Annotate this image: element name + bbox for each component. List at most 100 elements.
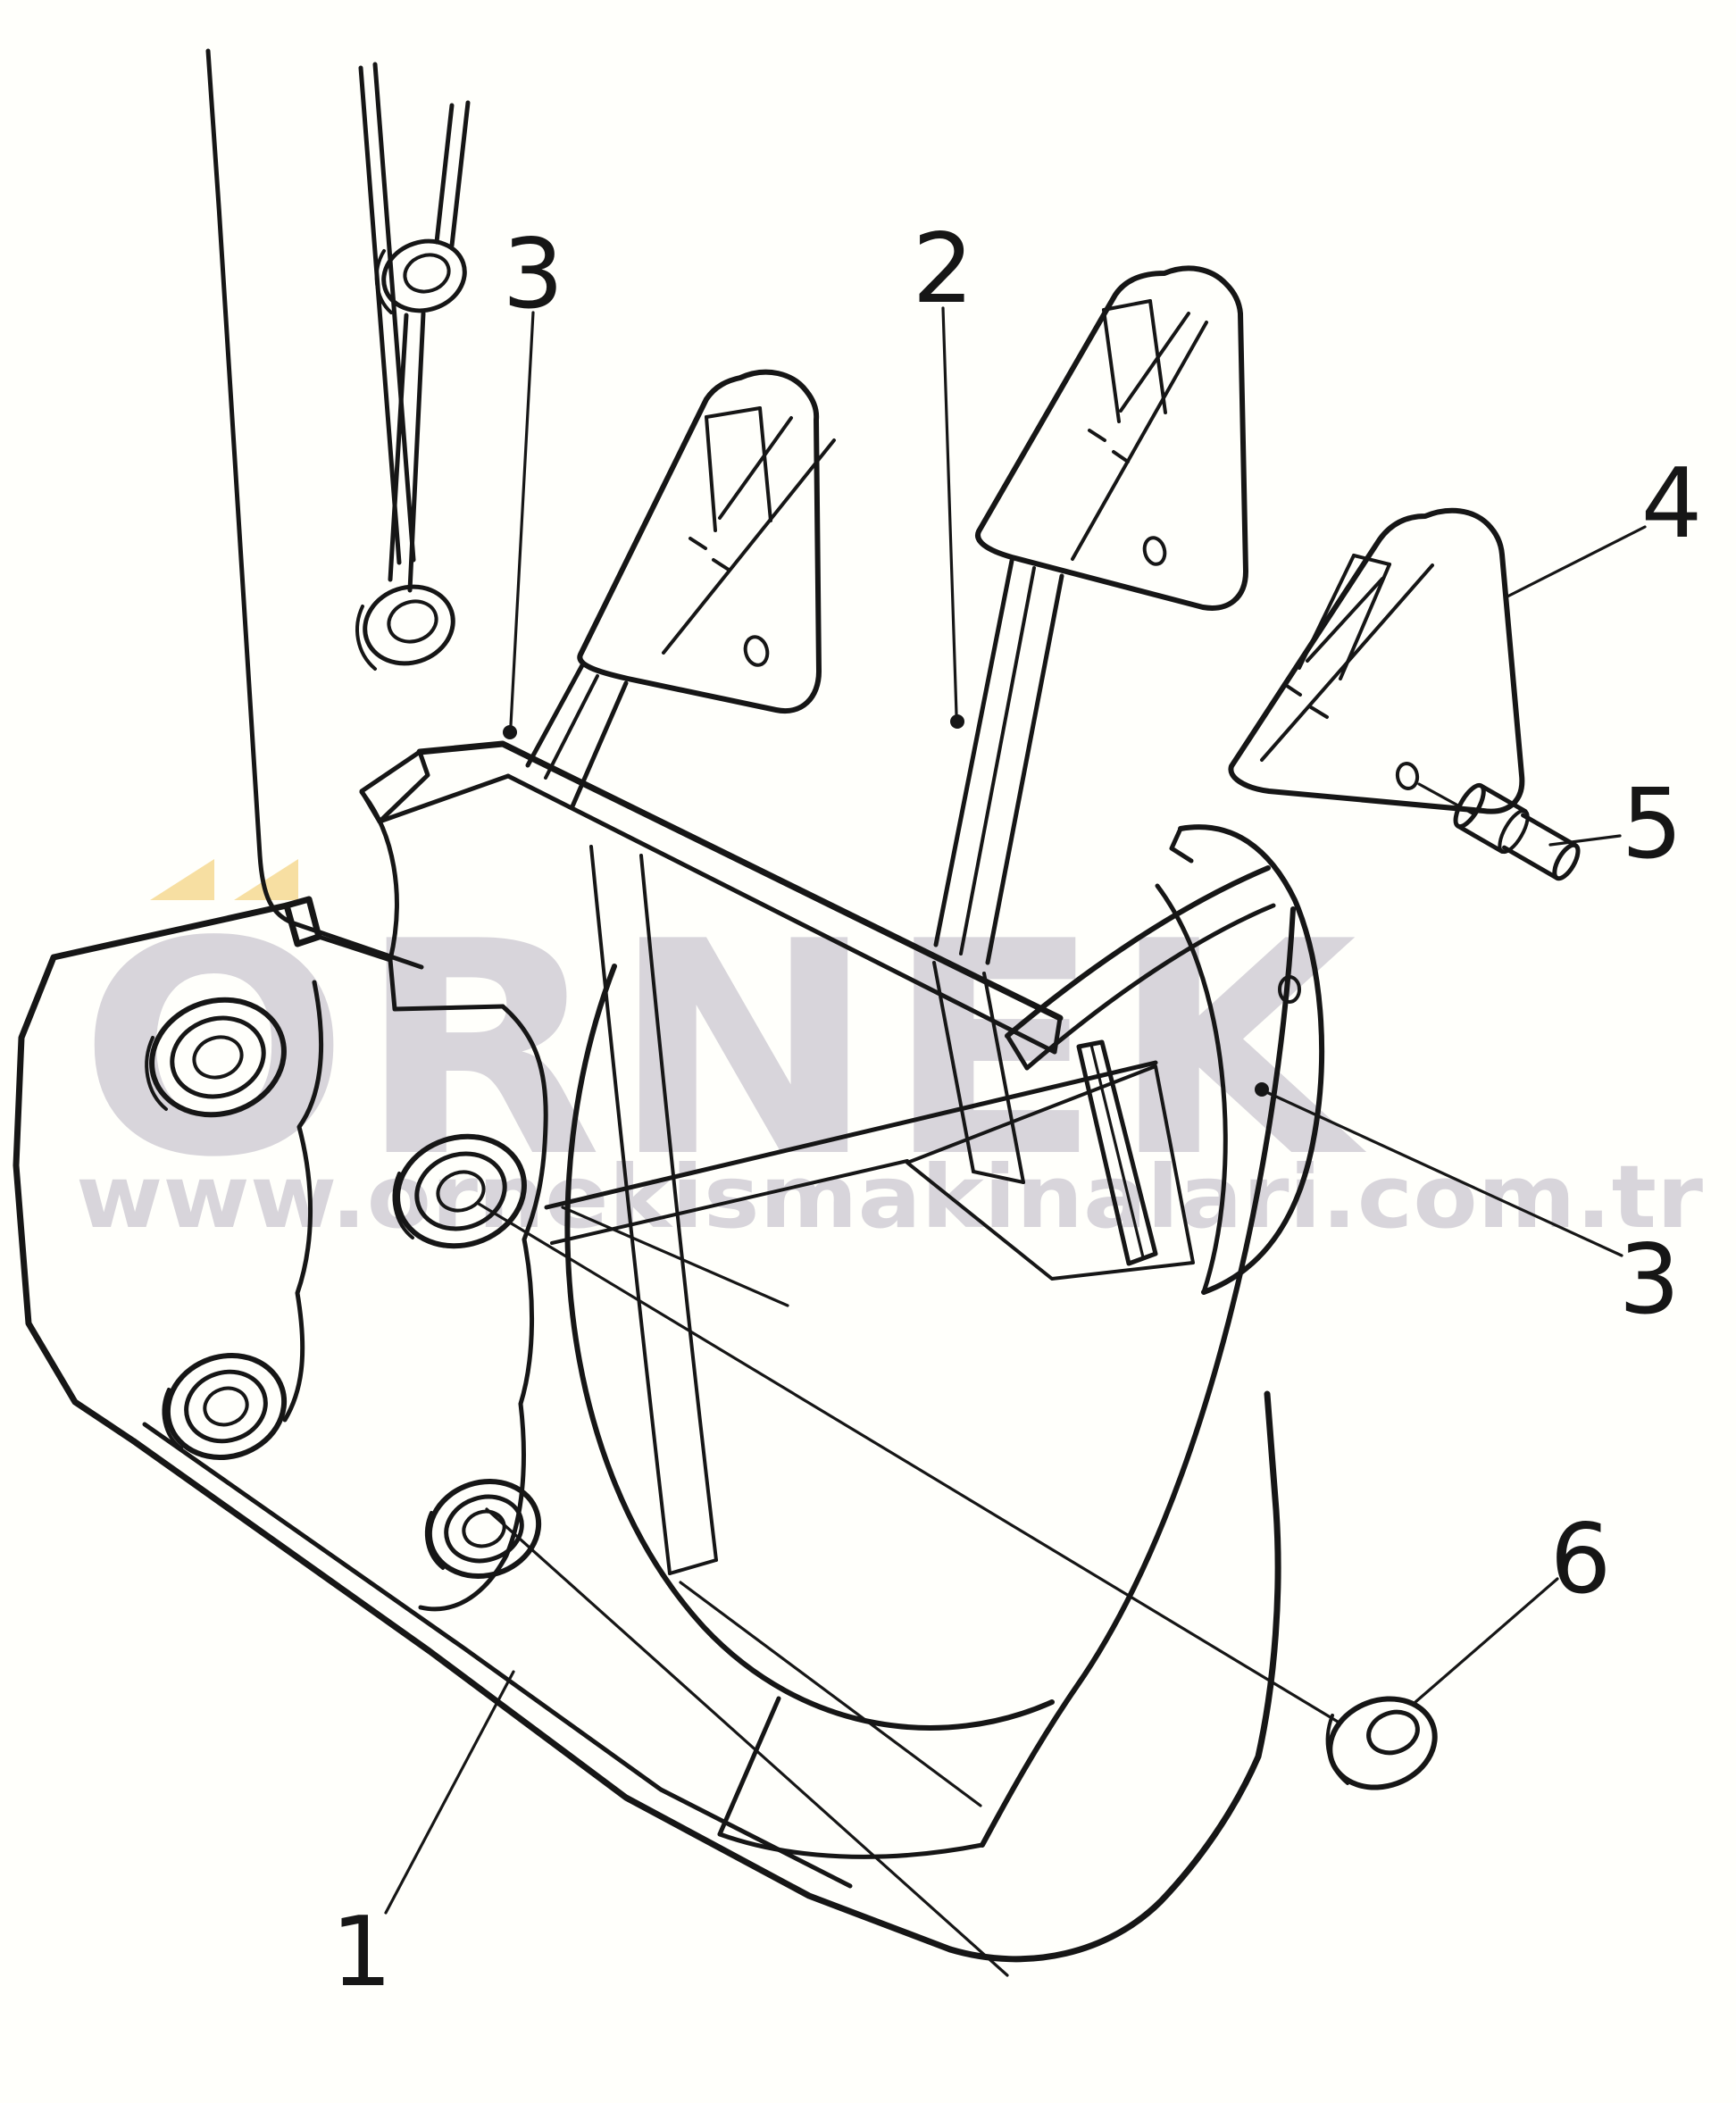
side-cutter-blade-inner <box>1155 883 1228 1295</box>
pin-body-line <box>1502 845 1559 880</box>
tooth-slot-diagonal <box>1119 312 1190 413</box>
pin-end-cap <box>1552 842 1581 881</box>
callout-5-leader-line <box>1548 834 1622 847</box>
tooth-slot-line <box>1298 554 1356 670</box>
inner-rib-left <box>639 854 718 1562</box>
bushing-depth-arc <box>355 605 377 671</box>
tooth-crease-line <box>662 438 836 655</box>
tooth-slot-diagonal <box>718 416 793 520</box>
spare-tooth-point <box>1228 507 1525 815</box>
callout-2-anchor-dot <box>950 714 964 729</box>
floor-seam-bar-lower <box>550 1159 909 1245</box>
tooth-outline <box>975 265 1248 611</box>
watermark-umlaut-left-icon <box>150 859 214 900</box>
pin-hole-leader-line <box>1417 782 1474 815</box>
side-cutter-strip-line <box>1089 1043 1145 1259</box>
pin-body-line <box>1479 783 1528 814</box>
side-cutter-swoosh-cap <box>1005 1033 1030 1071</box>
inner-rib-left <box>589 845 672 1575</box>
boss-mid-ring <box>170 1015 266 1099</box>
boss-inner-ring <box>436 1170 486 1213</box>
shell-right-inner-curve <box>980 906 1296 1848</box>
bushing-outer-ring <box>363 584 455 666</box>
callout-6-label: 6 <box>1550 1504 1612 1615</box>
tooth-shank-line <box>525 663 585 768</box>
boss-depth-arc <box>424 1511 445 1570</box>
callout-4-leader-line <box>1506 525 1647 598</box>
bushing-outer-ring <box>381 238 467 313</box>
floor-panel <box>906 1064 1195 1281</box>
lip-bottom-edge <box>505 773 1057 1055</box>
link-rod-line <box>358 65 402 565</box>
boss-inner-ring <box>203 1386 249 1427</box>
tooth-crease-line <box>1260 563 1434 762</box>
bucket-bottom-edge-outer <box>130 1438 954 1953</box>
lip-top-edge <box>416 740 1064 1022</box>
callout-1-leader-line <box>384 1670 515 1915</box>
tooth-pin-hole <box>1395 762 1420 790</box>
tooth-shank-line <box>570 680 629 809</box>
pivot-boss-front-upper <box>392 1133 527 1249</box>
watermark-umlaut-right-icon <box>234 859 298 900</box>
callout-1-label: 1 <box>331 1897 393 2008</box>
tooth-shank-line <box>959 566 1036 956</box>
inner-rib-left-cap <box>668 1558 718 1575</box>
tooth-slot-line <box>1102 308 1121 423</box>
pivot-bore-axis-line <box>485 1507 1009 1977</box>
floor-edge-line <box>679 1581 982 1807</box>
shell-bottom-inner-curve <box>717 1832 985 1859</box>
tooth-slot-line <box>705 406 762 419</box>
tooth-shank-line <box>933 558 1014 947</box>
upper-link-bushing <box>374 238 467 314</box>
shell-bottom-notch <box>717 1696 781 1837</box>
lower-link-bushing <box>355 584 455 671</box>
link-rod-line <box>388 313 409 582</box>
bucket-tooth-left <box>525 369 836 809</box>
tooth-slot-dash <box>1088 429 1106 442</box>
callout-4-label: 4 <box>1641 448 1703 560</box>
link-rod-line <box>434 103 455 245</box>
bucket-bottom-edge-inner <box>142 1422 853 1889</box>
tooth-pin-hole <box>743 635 770 667</box>
side-cutter-bolt-hole <box>1278 975 1301 1004</box>
tooth-pin-hole <box>1142 536 1167 566</box>
bushing-inner-ring <box>403 253 451 294</box>
callout-3-label: 3 <box>503 219 564 330</box>
boss-outer-ring <box>149 997 287 1118</box>
boss-depth-arc <box>392 1172 414 1239</box>
tooth-slot-line <box>1102 299 1152 312</box>
inner-rib-right <box>982 972 1025 1184</box>
arm-outer-edge <box>205 48 424 970</box>
side-cutter-right <box>1005 824 1325 1295</box>
side-cutter-top-notch <box>1169 826 1194 864</box>
plug-inner-ring <box>1366 1709 1420 1756</box>
tooth-shank-line <box>544 674 599 780</box>
bucket-tooth-middle <box>933 265 1248 965</box>
callout-3-anchor-dot <box>503 725 517 739</box>
boss-outer-ring <box>164 1352 288 1461</box>
callout-3-label: 3 <box>1619 1224 1681 1336</box>
boss-inner-ring <box>192 1035 244 1080</box>
pivot-plug <box>1325 1696 1438 1790</box>
side-cutter-swoosh-outer <box>1005 865 1271 1039</box>
bracket-rear-plate-edge <box>282 980 324 1423</box>
tooth-slot-line <box>1352 554 1391 566</box>
tooth-slot-line <box>758 406 772 522</box>
tooth-slot-dash <box>1282 682 1302 697</box>
bowl-inner-curve <box>564 964 1055 1731</box>
pivot-bore-axis-line <box>477 1202 1340 1723</box>
lip-lower-left-line <box>377 773 511 824</box>
boss-mid-ring <box>184 1369 268 1444</box>
link-rod-line <box>407 311 426 593</box>
bucket-body <box>13 740 1340 1977</box>
link-rod-line <box>449 100 471 248</box>
boss-depth-arc <box>162 1388 183 1450</box>
callout-2-label: 2 <box>913 213 974 325</box>
tooth-slot-dash <box>689 537 707 550</box>
pivot-boss-rear-lower <box>162 1352 288 1461</box>
callout-2-leader-line <box>941 306 958 716</box>
tooth-slot-dash <box>1112 450 1130 463</box>
lip-corner-piece <box>359 749 430 824</box>
bucket-bottom-right-edge <box>947 1390 1281 1963</box>
